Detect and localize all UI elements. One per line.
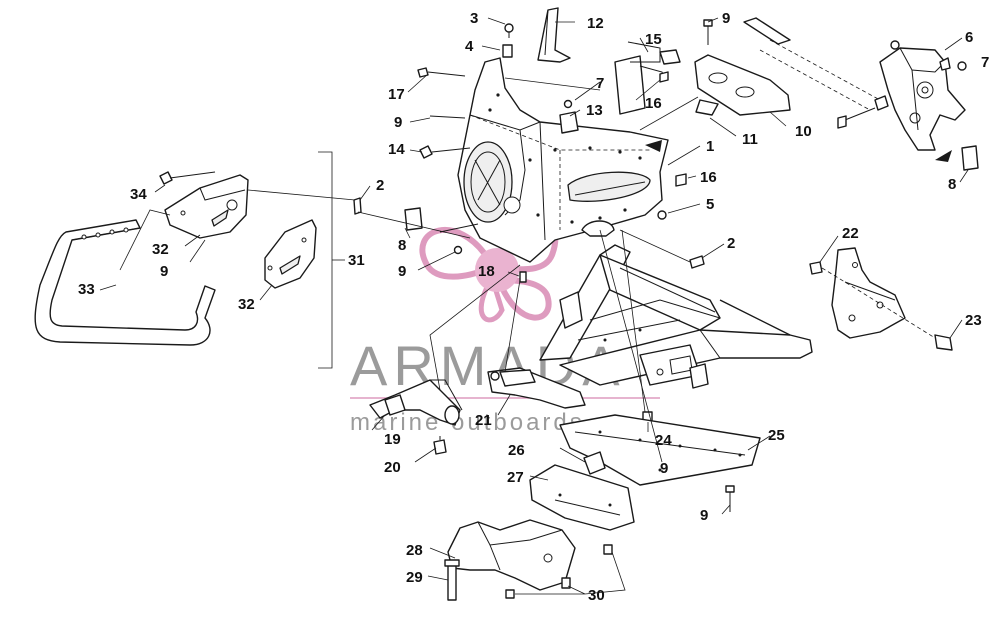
callout-32-upper: 32 <box>152 241 169 258</box>
callout-2-right: 2 <box>727 235 735 252</box>
dash-22-23 <box>821 267 936 339</box>
callout-34: 34 <box>130 186 147 203</box>
callout-8-right: 8 <box>948 176 956 193</box>
callout-26: 26 <box>508 442 525 459</box>
arm-19 <box>369 379 463 426</box>
callout-30: 30 <box>588 587 605 604</box>
bracket-12 <box>537 7 571 63</box>
callout-1: 1 <box>706 138 714 155</box>
direction-arrow-1 <box>645 140 662 152</box>
callout-16-upper: 16 <box>645 95 662 112</box>
fastener-2-right <box>689 255 705 269</box>
callout-25: 25 <box>768 427 785 444</box>
bolt-18 <box>519 271 527 283</box>
clip-16-side <box>675 173 687 187</box>
bolt-9-left-upper <box>429 115 466 119</box>
callout-4: 4 <box>465 38 474 55</box>
callout-27: 27 <box>507 469 524 486</box>
callout-9-left: 9 <box>160 263 168 280</box>
fastener-2-left <box>353 197 362 215</box>
fastener-30-c <box>603 544 613 555</box>
bumper-bracket-lower-32 <box>264 219 317 289</box>
bolt-9-top <box>703 19 713 45</box>
bolt-9-bottom <box>725 485 735 512</box>
bracket-26 <box>583 451 606 475</box>
skid-plate-28 <box>447 519 576 591</box>
callout-9-left-lower: 9 <box>398 263 406 280</box>
callout-12: 12 <box>587 15 604 32</box>
clip-16-upper <box>659 71 669 83</box>
callout-13: 13 <box>586 102 603 119</box>
callout-24: 24 <box>655 432 672 449</box>
callout-9-left-upper: 9 <box>394 114 402 131</box>
bracket-11 <box>695 99 719 116</box>
callout-9-bottom: 9 <box>700 507 708 524</box>
side-bracket-22 <box>831 247 906 339</box>
callout-21: 21 <box>475 412 492 429</box>
callout-22: 22 <box>842 225 859 242</box>
callout-16-side: 16 <box>700 169 717 186</box>
callout-23: 23 <box>965 312 982 329</box>
callout-33: 33 <box>78 281 95 298</box>
assembly-bracket-31 <box>318 151 345 369</box>
steering-housing-6 <box>837 40 966 151</box>
screw-14 <box>419 145 471 159</box>
bumper-bracket-upper-32 <box>164 174 249 239</box>
nut-5 <box>657 210 667 220</box>
leader-lines <box>99 17 969 595</box>
chassis-frame <box>539 244 813 389</box>
screw-7-center <box>563 99 573 109</box>
fastener-30-a <box>505 589 515 599</box>
rail-bracket-6 <box>743 17 881 111</box>
bolt-17 <box>417 67 466 78</box>
bolt-29 <box>444 559 460 601</box>
screw-7-right <box>957 61 967 71</box>
nut-4 <box>502 44 513 58</box>
callout-15: 15 <box>645 31 662 48</box>
callout-28: 28 <box>406 542 423 559</box>
bolt-9-left-lower <box>439 223 479 233</box>
callout-8-center: 8 <box>398 237 406 254</box>
skid-plate-25 <box>559 414 761 486</box>
skid-plate-27 <box>529 464 635 531</box>
module-15 <box>614 41 681 115</box>
nut-22 <box>809 261 823 275</box>
callout-11: 11 <box>742 131 758 148</box>
fastener-20 <box>433 436 447 455</box>
fastener-30-b <box>561 577 571 589</box>
callout-9-mid: 9 <box>660 460 668 477</box>
callout-32-lower: 32 <box>238 296 255 313</box>
bracket-13 <box>559 111 579 134</box>
callout-7-center: 7 <box>596 75 604 92</box>
front-frame-main-1 <box>457 57 669 263</box>
callout-19: 19 <box>384 431 401 448</box>
callout-2-left: 2 <box>376 177 384 194</box>
bolt-34 <box>159 171 216 185</box>
callout-3: 3 <box>470 10 478 27</box>
callout-14: 14 <box>388 141 405 158</box>
direction-arrow-6 <box>935 150 952 162</box>
callout-7-right: 7 <box>981 54 989 71</box>
screw-3 <box>504 23 514 38</box>
callout-6: 6 <box>965 29 973 46</box>
washer-9 <box>453 245 463 255</box>
callout-18: 18 <box>478 263 495 280</box>
rubber-block-8-right <box>961 145 979 171</box>
callout-29: 29 <box>406 569 423 586</box>
plate-10 <box>694 54 791 116</box>
callout-20: 20 <box>384 459 401 476</box>
callout-17: 17 <box>388 86 405 103</box>
callout-9-top: 9 <box>722 10 730 27</box>
front-bumper-33 <box>34 219 216 346</box>
bolt-23 <box>934 334 953 351</box>
rubber-block-8-center <box>404 207 423 231</box>
arm-21 <box>487 367 586 409</box>
callout-labels: 3 4 12 15 9 6 7 17 7 16 9 13 10 11 14 1 … <box>78 10 989 604</box>
callout-31: 31 <box>348 252 365 269</box>
callout-5: 5 <box>706 196 714 213</box>
callout-10: 10 <box>795 123 812 140</box>
